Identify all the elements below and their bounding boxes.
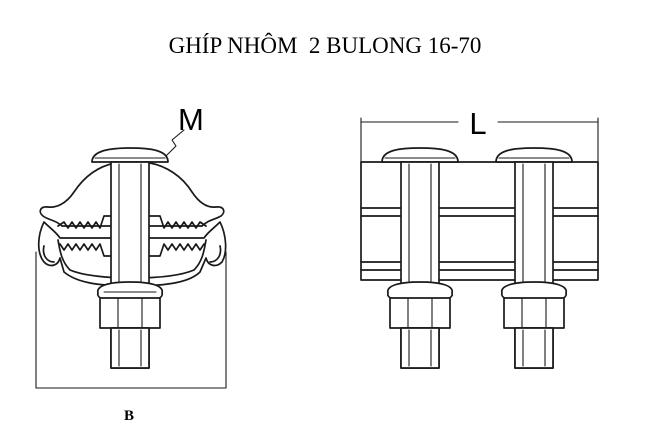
side-bolt-left — [381, 147, 459, 369]
side-bolt-right-head — [495, 147, 573, 163]
hex-nut — [99, 297, 161, 329]
bolt-head — [91, 147, 169, 163]
right-ear — [209, 245, 222, 263]
drawing-title: GHÍP NHÔM 2 BULONG 16-70 — [169, 32, 482, 58]
side-bolt-left-nut — [389, 297, 451, 329]
b-label: B — [124, 408, 134, 424]
side-bolt-left-head — [381, 147, 459, 163]
side-bolt-right-tail — [514, 327, 554, 369]
side-bolt-right — [495, 147, 573, 369]
m-leader — [165, 129, 185, 157]
b-dimension-frame — [35, 251, 227, 389]
side-view: L — [360, 106, 599, 369]
side-bolt-left-tail — [400, 327, 440, 369]
end-view: M B — [35, 102, 227, 424]
l-label: L — [469, 106, 486, 141]
bolt-tail — [110, 327, 150, 369]
m-label: M — [178, 102, 204, 137]
left-ear — [42, 245, 55, 263]
side-bolt-right-nut — [503, 297, 565, 329]
